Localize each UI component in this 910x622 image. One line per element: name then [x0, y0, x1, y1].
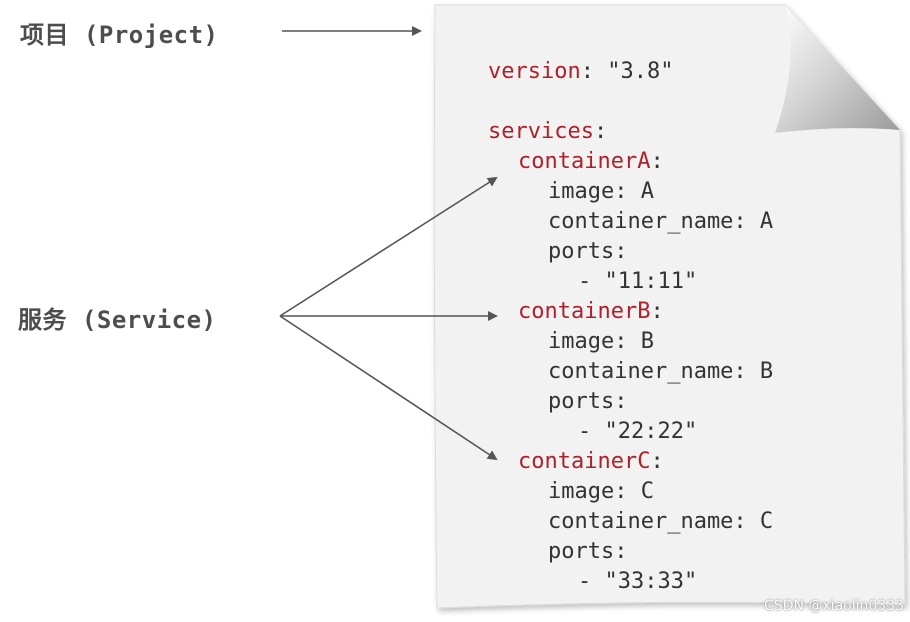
code-line-port-value-c: - "33:33"	[578, 569, 698, 594]
code-line-image-c: image: C	[548, 479, 654, 504]
yaml-document-paper	[433, 4, 906, 609]
code-line-container-a: containerA:	[518, 149, 664, 174]
watermark: CSDN @xiaolin0333	[764, 598, 904, 614]
code-line-container-name-c: container_name: C	[548, 509, 774, 534]
service-arrow-a	[279, 176, 498, 317]
code-line-container-c: containerC:	[518, 449, 664, 474]
project-label: 项目 (Project)	[20, 21, 219, 49]
code-line-image-a: image: A	[548, 179, 654, 204]
page-curl	[775, 5, 900, 133]
code-line-container-name-b: container_name: B	[548, 359, 774, 384]
code-line-ports-b: ports:	[548, 389, 628, 414]
code-line-version: version: "3.8"	[488, 59, 674, 84]
code-line-port-value-b: - "22:22"	[578, 419, 698, 444]
code-line-port-value-a: - "11:11"	[578, 269, 698, 294]
code-line-ports-a: ports:	[548, 239, 628, 264]
service-label: 服务 (Service)	[18, 306, 217, 334]
code-line-container-b: containerB:	[518, 299, 664, 324]
code-line-ports-c: ports:	[548, 539, 628, 564]
code-line-services: services:	[488, 119, 608, 144]
code-line-container-name-a: container_name: A	[548, 209, 774, 234]
code-line-image-b: image: B	[548, 329, 654, 354]
service-arrow-c	[279, 315, 498, 461]
